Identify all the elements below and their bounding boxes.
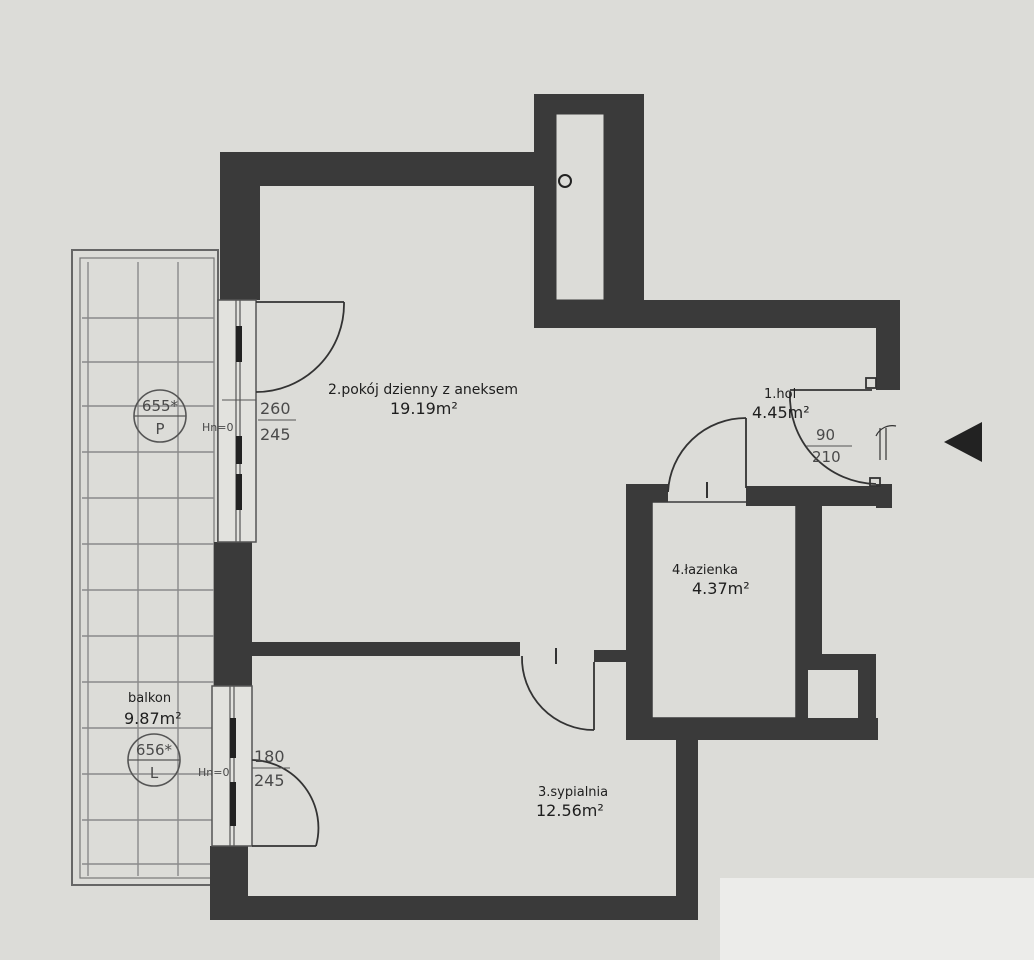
door-bathroom-swing <box>667 417 747 493</box>
wall-left-pier <box>214 542 252 686</box>
wall-shaft2-top <box>796 654 876 670</box>
window-tag-bedroom-number: 656* <box>136 741 173 759</box>
wall-bath-left <box>626 484 652 734</box>
window-dims-bedroom: Hn=0 180 245 <box>198 747 290 790</box>
door-bedroom-balcony-swing <box>251 759 320 847</box>
wall-shaft2-bottom <box>808 718 876 740</box>
window-tag-living-side: P <box>155 420 164 438</box>
room-label-bedroom: 3.sypialnia 12.56m² <box>536 785 608 820</box>
window-tag-bedroom-side: L <box>150 764 159 782</box>
window-bedroom <box>211 685 253 847</box>
door-living-balcony-swing <box>255 301 345 393</box>
shaft2-interior <box>808 670 858 718</box>
wall-bottom <box>210 896 696 920</box>
room-hall-area: 4.45m² <box>752 403 810 422</box>
room-living-area: 19.19m² <box>390 399 458 418</box>
wall-right-upper <box>876 316 900 390</box>
entrance-arrow-icon <box>944 422 982 462</box>
room-label-hall: 1.hol 4.45m² <box>752 387 810 422</box>
room-label-living: 2.pokój dzienny z aneksem 19.19m² <box>328 382 518 418</box>
doors <box>251 301 897 847</box>
wall-partition <box>252 642 520 656</box>
entry-door-dims: 90 210 <box>806 426 852 466</box>
window-bedroom-height: 245 <box>254 771 285 790</box>
room-label-balcony: balkon 9.87m² <box>124 691 182 728</box>
room-balcony-name: balkon <box>128 691 171 706</box>
bathroom-outline <box>651 501 797 719</box>
window-tag-living: 655* P <box>133 389 187 443</box>
room-balcony-area: 9.87m² <box>124 709 182 728</box>
window-bedroom-width: 180 <box>254 747 285 766</box>
wall-bedroom-right <box>676 720 698 920</box>
pipe-icon <box>558 174 572 188</box>
window-living-width: 260 <box>260 399 291 418</box>
room-hall-name: 1.hol <box>764 387 796 402</box>
room-label-bathroom: 4.łazienka 4.37m² <box>672 563 750 598</box>
window-dims-living: Hn=0 260 245 <box>202 399 296 444</box>
wall-bath-stub <box>594 650 634 662</box>
paper-edge <box>720 878 1034 960</box>
window-living-height: 245 <box>260 425 291 444</box>
door-bedroom-swing <box>521 655 595 731</box>
shaft-interior <box>555 113 605 301</box>
room-bathroom-area: 4.37m² <box>692 579 750 598</box>
wall-shaft-right <box>604 94 644 320</box>
wall-left-upper <box>220 152 260 300</box>
room-bedroom-area: 12.56m² <box>536 801 604 820</box>
window-living-hn: Hn=0 <box>202 421 233 434</box>
room-living-name: 2.pokój dzienny z aneksem <box>328 382 518 398</box>
door-entry-swing <box>789 391 877 485</box>
wall-top-living <box>220 152 560 186</box>
window-tag-bedroom: 656* L <box>127 733 181 787</box>
wall-kitchen-top <box>534 300 900 328</box>
room-bedroom-name: 3.sypialnia <box>538 785 608 800</box>
wall-hall-bath <box>746 486 892 506</box>
room-bathroom-name: 4.łazienka <box>672 563 738 578</box>
window-living <box>217 299 257 543</box>
balcony-tile-grid <box>82 262 214 876</box>
balcony <box>71 249 219 886</box>
window-bedroom-hn: Hn=0 <box>198 766 229 779</box>
wall-shaft-left <box>534 94 556 320</box>
window-tag-living-number: 655* <box>142 397 179 415</box>
entry-door-height: 210 <box>812 448 841 466</box>
entry-door-width: 90 <box>816 426 835 444</box>
